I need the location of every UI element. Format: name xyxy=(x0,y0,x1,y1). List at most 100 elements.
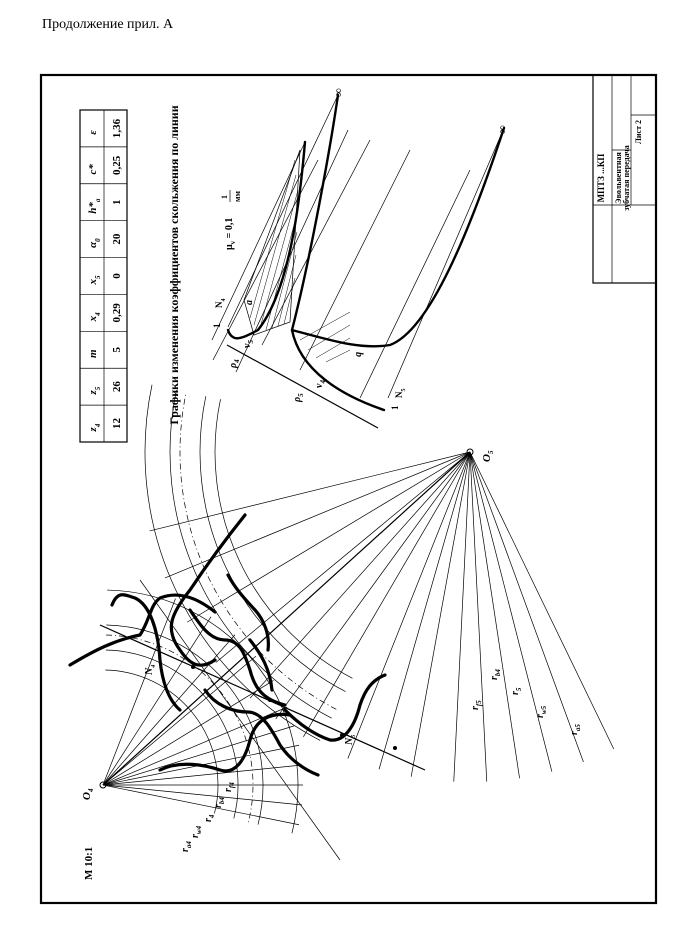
table-header-main: x xyxy=(87,315,99,322)
plot-label-one-left: 1 xyxy=(212,323,222,328)
center-o4-label: O4 xyxy=(81,788,95,800)
radius-label-o4: rf4 xyxy=(223,782,236,792)
table-value-cell: 0 xyxy=(111,273,123,279)
plot-label-v4-main: ν xyxy=(314,383,325,388)
plot-label-n5-sub: 5 xyxy=(401,389,407,392)
radius-label-sub: 5 xyxy=(515,687,523,691)
plot-label-n4-sub: 4 xyxy=(221,299,227,302)
plot-label-p5: ρ5 xyxy=(292,393,305,403)
sliding-plot: 1 1 N4 N5 a b ν5 ν4 ρ4 ρ5 ∞ ∞ xyxy=(211,88,509,429)
page-header: Продолжение прил. А xyxy=(42,17,174,32)
table-header-sub: 5 xyxy=(94,275,102,279)
plot-label-v4: ν4 xyxy=(314,380,327,388)
title-block-code: МПТЗ ...КП xyxy=(596,154,606,203)
table-value-cell: 0,29 xyxy=(111,303,123,323)
table-value-cell: 20 xyxy=(111,233,123,245)
plot-label-v5-sub: 5 xyxy=(247,340,255,344)
radius-label-sub: f4 xyxy=(228,782,236,788)
table-header-cell: c* xyxy=(87,164,99,175)
table-value-cell: 1 xyxy=(111,199,123,205)
table-header-cell: z4 xyxy=(87,423,102,432)
plot-label-v5-main: ν xyxy=(242,343,253,348)
table-header-cell: x4 xyxy=(87,312,102,323)
table-header-sub: 4 xyxy=(94,423,102,428)
radius-label-sub: 4 xyxy=(208,814,216,819)
center-o5-sub: 5 xyxy=(487,450,495,454)
line-n4-label: N4 xyxy=(144,665,157,676)
radius-label-sub: w4 xyxy=(195,825,203,834)
plot-label-p5-sub: 5 xyxy=(297,393,305,397)
plot-title: Графики изменения коэффициентов скольжен… xyxy=(167,105,181,424)
table-value-cell: 1,36 xyxy=(111,118,123,138)
radius-label-o5: rb4 xyxy=(489,669,502,680)
radius-label-o5: rw5 xyxy=(535,705,548,718)
radius-label-o5: r5 xyxy=(510,687,523,695)
radius-label-main: r xyxy=(510,691,521,695)
line-n5-main: N xyxy=(344,737,355,746)
table-header-main: h* xyxy=(87,202,99,214)
scale-mu: μv = 0,1 1 мм xyxy=(220,190,242,250)
radius-label-main: r xyxy=(470,706,481,710)
plot-label-n4-main: N xyxy=(214,301,224,308)
radius-label-main: r xyxy=(203,818,214,822)
line-n4-sub: 4 xyxy=(151,665,157,669)
table-header-cell: ε xyxy=(87,130,99,135)
plot-label-n4: N4 xyxy=(214,299,227,309)
table-header-sub: 4 xyxy=(94,312,102,317)
radius-label-sub: f5 xyxy=(475,700,483,706)
radius-label-main: r xyxy=(180,848,191,852)
center-o4-main: O xyxy=(81,792,93,800)
table-value-cell: 5 xyxy=(111,347,123,353)
table-header-cell: z5 xyxy=(87,386,102,395)
plot-label-one-right: 1 xyxy=(390,405,400,410)
center-o5-label: O5 xyxy=(481,450,495,462)
radius-label-main: r xyxy=(223,788,234,792)
table-value-cell: 0,25 xyxy=(111,155,123,175)
mu-denominator: мм xyxy=(233,191,242,202)
radius-label-o5: rf5 xyxy=(470,700,483,710)
radius-label-o5: ra5 xyxy=(569,724,582,735)
center-o5-main: O xyxy=(481,454,493,462)
table-header-sub: a xyxy=(94,198,102,202)
title-block: МПТЗ ...КП Эвольвентная зубчатая передач… xyxy=(592,74,657,284)
table-header-cell: h*a xyxy=(87,198,102,214)
center-o4-sub: 4 xyxy=(87,788,95,793)
table-header-cell: m xyxy=(87,349,99,358)
line-n4-main: N xyxy=(144,667,155,676)
radius-label-main: r xyxy=(535,714,546,718)
plot-label-p4: ρ4 xyxy=(228,359,241,369)
mu-numerator: 1 xyxy=(220,195,229,199)
radius-label-o4: rb4 xyxy=(213,797,226,808)
radius-label-main: r xyxy=(190,834,201,838)
table-header-main: x xyxy=(87,279,99,286)
table-header-sub: 0 xyxy=(94,238,102,242)
line-n5-label: N5 xyxy=(344,735,357,746)
radius-label-main: r xyxy=(569,731,580,735)
plot-label-p5-main: ρ xyxy=(292,397,303,403)
title-block-name-2: зубчатая передача xyxy=(622,145,631,211)
radius-label-sub: a4 xyxy=(185,841,193,849)
radius-label-main: r xyxy=(213,804,224,808)
table-value-cell: 12 xyxy=(111,418,123,430)
mu-value: = 0,1 xyxy=(224,218,235,241)
infinity-right: ∞ xyxy=(495,125,509,134)
infinity-top: ∞ xyxy=(331,88,345,97)
plot-label-v5: ν5 xyxy=(242,340,255,348)
table-header-cell: α0 xyxy=(87,238,102,248)
line-n5-sub: 5 xyxy=(351,735,357,738)
plot-label-v4-sub: 4 xyxy=(319,380,327,385)
radius-label-sub: b4 xyxy=(494,669,502,677)
radius-label-sub: a5 xyxy=(574,724,582,732)
table-header-main: c* xyxy=(87,164,99,175)
radius-label-sub: b4 xyxy=(218,797,226,805)
radius-label-o4: r4 xyxy=(203,814,216,822)
plot-label-p4-sub: 4 xyxy=(233,359,241,364)
mu-symbol: μ xyxy=(224,244,235,250)
plot-label-n5-main: N xyxy=(394,391,404,398)
radius-label-sub: w5 xyxy=(540,705,548,714)
plot-label-p4-main: ρ xyxy=(228,363,239,369)
mu-subscript: v xyxy=(229,240,237,244)
title-block-sheet: Лист 2 xyxy=(634,120,643,144)
